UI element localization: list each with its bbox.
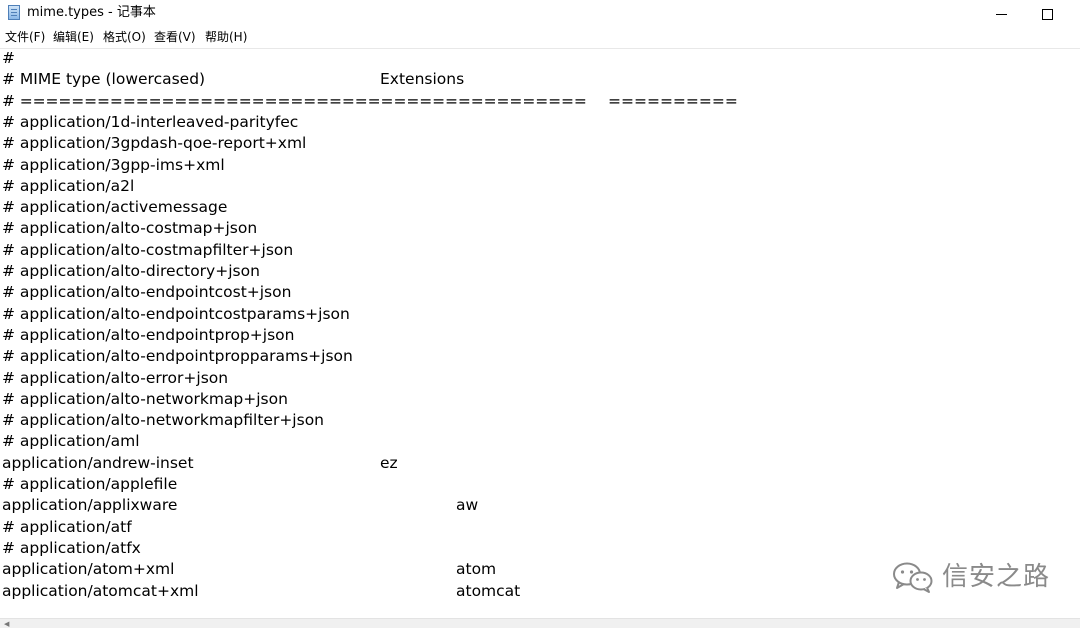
menu-file[interactable]: 文件(F) <box>5 30 46 44</box>
text-line[interactable]: # application/3gpdash-qoe-report+xml <box>2 133 1072 154</box>
text-line[interactable]: # application/alto-error+json <box>2 368 1072 389</box>
mime-type-text: application/atom+xml <box>2 560 175 579</box>
mime-type-text: # ======================================… <box>2 91 587 110</box>
text-line[interactable]: # application/alto-costmapfilter+json <box>2 240 1072 261</box>
mime-type-text: # application/alto-endpointprop+json <box>2 325 295 344</box>
text-line[interactable]: # application/aml <box>2 431 1072 452</box>
extension-text: atomcat <box>456 581 521 600</box>
text-line[interactable]: # ======================================… <box>2 91 1072 112</box>
mime-type-text: application/atomcat+xml <box>2 581 199 600</box>
mime-type-text: # application/aml <box>2 432 140 451</box>
text-line[interactable]: # application/a2l <box>2 176 1072 197</box>
mime-type-text: # application/alto-costmap+json <box>2 219 258 238</box>
mime-type-text: # application/3gpp-ims+xml <box>2 155 225 174</box>
text-line[interactable]: application/atom+xml atom <box>2 559 1072 580</box>
menu-edit[interactable]: 编辑(E) <box>53 30 94 44</box>
mime-type-text: # application/3gpdash-qoe-report+xml <box>2 134 307 153</box>
extension-text: ========== <box>608 91 738 110</box>
mime-type-text: # application/alto-costmapfilter+json <box>2 240 294 259</box>
mime-type-text: # application/a2l <box>2 176 135 195</box>
mime-type-text: # application/alto-endpointcost+json <box>2 283 292 302</box>
window-title: mime.types - 记事本 <box>27 5 156 20</box>
text-line[interactable]: # application/alto-networkmapfilter+json <box>2 410 1072 431</box>
text-line[interactable]: # application/atf <box>2 517 1072 538</box>
mime-type-text: # application/alto-directory+json <box>2 262 260 280</box>
minimize-icon <box>995 13 1007 15</box>
title-bar: mime.types - 记事本 <box>0 0 1080 28</box>
text-line[interactable]: # application/activemessage <box>2 197 1072 218</box>
extension-text: aw <box>456 496 479 515</box>
mime-type-text: # <box>2 49 15 67</box>
watermark-text: 信安之路 <box>942 562 1051 592</box>
extension-text: atom <box>456 560 497 579</box>
text-line[interactable]: # MIME type (lowercased) Extensions <box>2 69 1072 90</box>
text-line[interactable]: # application/3gpp-ims+xml <box>2 155 1072 176</box>
watermark: 信安之路 <box>892 560 1050 594</box>
text-line[interactable]: # application/alto-directory+json <box>2 261 1072 282</box>
text-line[interactable]: # application/alto-endpointcostparams+js… <box>2 304 1072 325</box>
mime-type-text: # application/alto-endpointcostparams+js… <box>2 304 350 323</box>
extension-text: ez <box>380 453 398 472</box>
text-editor[interactable]: # # MIME type (lowercased) Extensions # ===… <box>0 48 1080 618</box>
mime-type-text: # application/alto-error+json <box>2 368 229 387</box>
notepad-icon <box>8 5 20 20</box>
mime-type-text: # application/alto-networkmap+json <box>2 389 288 408</box>
maximize-button[interactable] <box>1024 0 1070 28</box>
mime-type-text: application/andrew-inset <box>2 453 194 472</box>
mime-type-text: application/applixware <box>2 496 178 515</box>
mime-type-text: # application/1d-interleaved-parityfec <box>2 112 299 131</box>
mime-type-text: # MIME type (lowercased) <box>2 70 206 89</box>
text-line[interactable]: # application/atfx <box>2 538 1072 559</box>
maximize-icon <box>1041 8 1053 20</box>
text-line[interactable]: # application/alto-endpointcost+json <box>2 282 1072 303</box>
text-line[interactable]: # <box>2 48 1072 69</box>
mime-type-text: # application/alto-networkmapfilter+json <box>2 411 324 430</box>
text-line[interactable]: # application/applefile <box>2 474 1072 495</box>
scroll-left-icon[interactable]: ◀ <box>4 620 10 628</box>
menu-format[interactable]: 格式(O) <box>103 30 146 44</box>
minimize-button[interactable] <box>978 0 1024 28</box>
text-line[interactable]: application/andrew-inset ez <box>2 453 1072 474</box>
text-line[interactable]: # application/1d-interleaved-parityfec <box>2 112 1072 133</box>
menu-help[interactable]: 帮助(H) <box>205 30 248 44</box>
horizontal-scrollbar[interactable]: ◀ <box>0 618 1080 628</box>
mime-type-text: # application/atf <box>2 517 132 536</box>
wechat-icon <box>893 562 933 593</box>
extension-text: Extensions <box>380 70 465 89</box>
text-line[interactable]: # application/alto-endpointpropparams+js… <box>2 346 1072 367</box>
mime-type-text: # application/applefile <box>2 475 178 493</box>
mime-type-text: # application/alto-endpointpropparams+js… <box>2 347 353 366</box>
text-line[interactable]: application/applixware aw <box>2 495 1072 516</box>
text-line[interactable]: # application/alto-networkmap+json <box>2 389 1072 410</box>
mime-type-text: # application/atfx <box>2 538 141 557</box>
mime-type-text: # application/activemessage <box>2 198 228 217</box>
text-line[interactable]: # application/alto-endpointprop+json <box>2 325 1072 346</box>
text-line[interactable]: # application/alto-costmap+json <box>2 218 1072 239</box>
menu-bar: 文件(F) 编辑(E) 格式(O) 查看(V) 帮助(H) <box>0 28 1080 49</box>
text-line[interactable]: application/atomcat+xml atomcat <box>2 581 1072 602</box>
menu-view[interactable]: 查看(V) <box>154 30 196 44</box>
